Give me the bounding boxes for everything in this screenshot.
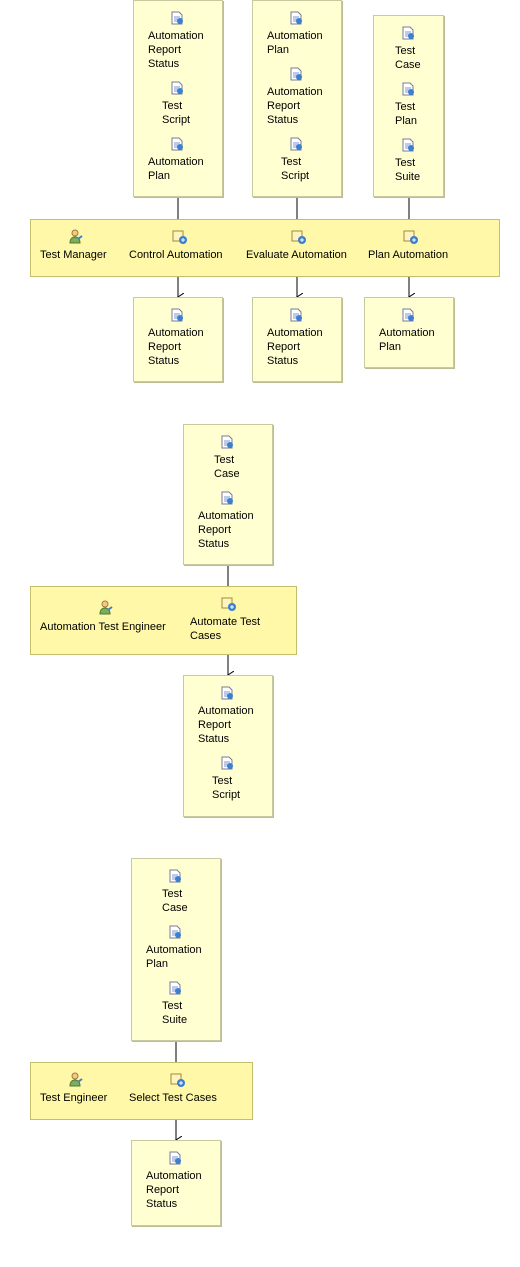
- artifact-document-icon: [168, 869, 182, 883]
- artifact-label: Automation Report Status: [198, 705, 254, 745]
- artifact-label: Test Case: [162, 888, 188, 914]
- artifact-document-icon: [401, 26, 415, 40]
- task-evaluate-automation[interactable]: Evaluate Automation: [246, 249, 347, 261]
- role-person-icon: [68, 1072, 83, 1087]
- artifact-document-icon: [170, 11, 184, 25]
- artifact-document-icon: [170, 137, 184, 151]
- task-automate-test-cases[interactable]: Automate Test Cases: [190, 616, 261, 642]
- artifact-document-icon: [220, 686, 234, 700]
- artifact-label: Test Script: [281, 156, 310, 182]
- artifact-document-icon: [289, 137, 303, 151]
- input-artifacts-automate-test-cases: Test Case Automation Report Status: [183, 424, 273, 565]
- artifact-label: Automation Plan: [267, 30, 323, 56]
- input-artifacts-evaluate-automation: Automation Plan Automation Report Status…: [252, 0, 342, 197]
- artifact-document-icon: [168, 981, 182, 995]
- output-artifacts-control-automation: Automation Report Status: [133, 297, 223, 382]
- output-artifacts-evaluate-automation: Automation Report Status: [252, 297, 342, 382]
- artifact-label: Automation Report Status: [148, 30, 204, 70]
- artifact-document-icon: [401, 308, 415, 322]
- role-label[interactable]: Automation Test Engineer: [40, 621, 166, 633]
- role-swimlane-test-manager: Test Manager Control Automation Evaluate…: [30, 219, 500, 277]
- artifact-label: Automation Report Status: [267, 86, 323, 126]
- input-artifacts-select-test-cases: Test Case Automation Plan Test Suite: [131, 858, 221, 1041]
- task-icon: [403, 229, 418, 244]
- artifact-label: Test Script: [162, 100, 191, 126]
- artifact-label: Automation Report Status: [148, 327, 204, 367]
- output-artifacts-select-test-cases: Automation Report Status: [131, 1140, 221, 1226]
- artifact-document-icon: [289, 11, 303, 25]
- artifact-label: Test Suite: [395, 157, 421, 183]
- artifact-document-icon: [220, 491, 234, 505]
- artifact-label: Automation Report Status: [146, 1170, 202, 1210]
- output-artifacts-automate-test-cases: Automation Report Status Test Script: [183, 675, 273, 817]
- artifact-document-icon: [289, 308, 303, 322]
- task-control-automation[interactable]: Control Automation: [129, 249, 223, 261]
- task-icon: [221, 596, 236, 611]
- role-swimlane-test-engineer: Test Engineer Select Test Cases: [30, 1062, 253, 1120]
- role-person-icon: [98, 600, 113, 615]
- artifact-document-icon: [289, 67, 303, 81]
- role-person-icon: [68, 229, 83, 244]
- output-artifacts-plan-automation: Automation Plan: [364, 297, 454, 368]
- artifact-label: Automation Plan: [379, 327, 435, 353]
- artifact-document-icon: [220, 756, 234, 770]
- artifact-label: Test Case: [395, 45, 421, 71]
- role-label[interactable]: Test Manager: [40, 249, 107, 261]
- artifact-label: Automation Plan: [146, 944, 202, 970]
- artifact-document-icon: [168, 1151, 182, 1165]
- task-icon: [291, 229, 306, 244]
- artifact-label: Test Script: [212, 775, 241, 801]
- artifact-document-icon: [401, 82, 415, 96]
- artifact-label: Automation Report Status: [198, 510, 254, 550]
- artifact-document-icon: [170, 308, 184, 322]
- task-icon: [170, 1072, 185, 1087]
- input-artifacts-control-automation: Automation Report Status Test Script Aut…: [133, 0, 223, 197]
- role-label[interactable]: Test Engineer: [40, 1092, 108, 1104]
- artifact-document-icon: [170, 81, 184, 95]
- artifact-document-icon: [168, 925, 182, 939]
- artifact-label: Test Case: [214, 454, 240, 480]
- artifact-document-icon: [220, 435, 234, 449]
- input-artifacts-plan-automation: Test Case Test Plan Test Suite: [373, 15, 444, 197]
- artifact-label: Test Plan: [395, 101, 418, 127]
- artifact-label: Automation Report Status: [267, 327, 323, 367]
- task-plan-automation[interactable]: Plan Automation: [368, 249, 449, 261]
- task-icon: [172, 229, 187, 244]
- task-select-test-cases[interactable]: Select Test Cases: [129, 1092, 217, 1104]
- artifact-document-icon: [401, 138, 415, 152]
- artifact-label: Test Suite: [162, 1000, 188, 1026]
- artifact-label: Automation Plan: [148, 156, 204, 182]
- role-swimlane-automation-test-engineer: Automation Test Engineer Automate Test C…: [30, 586, 297, 655]
